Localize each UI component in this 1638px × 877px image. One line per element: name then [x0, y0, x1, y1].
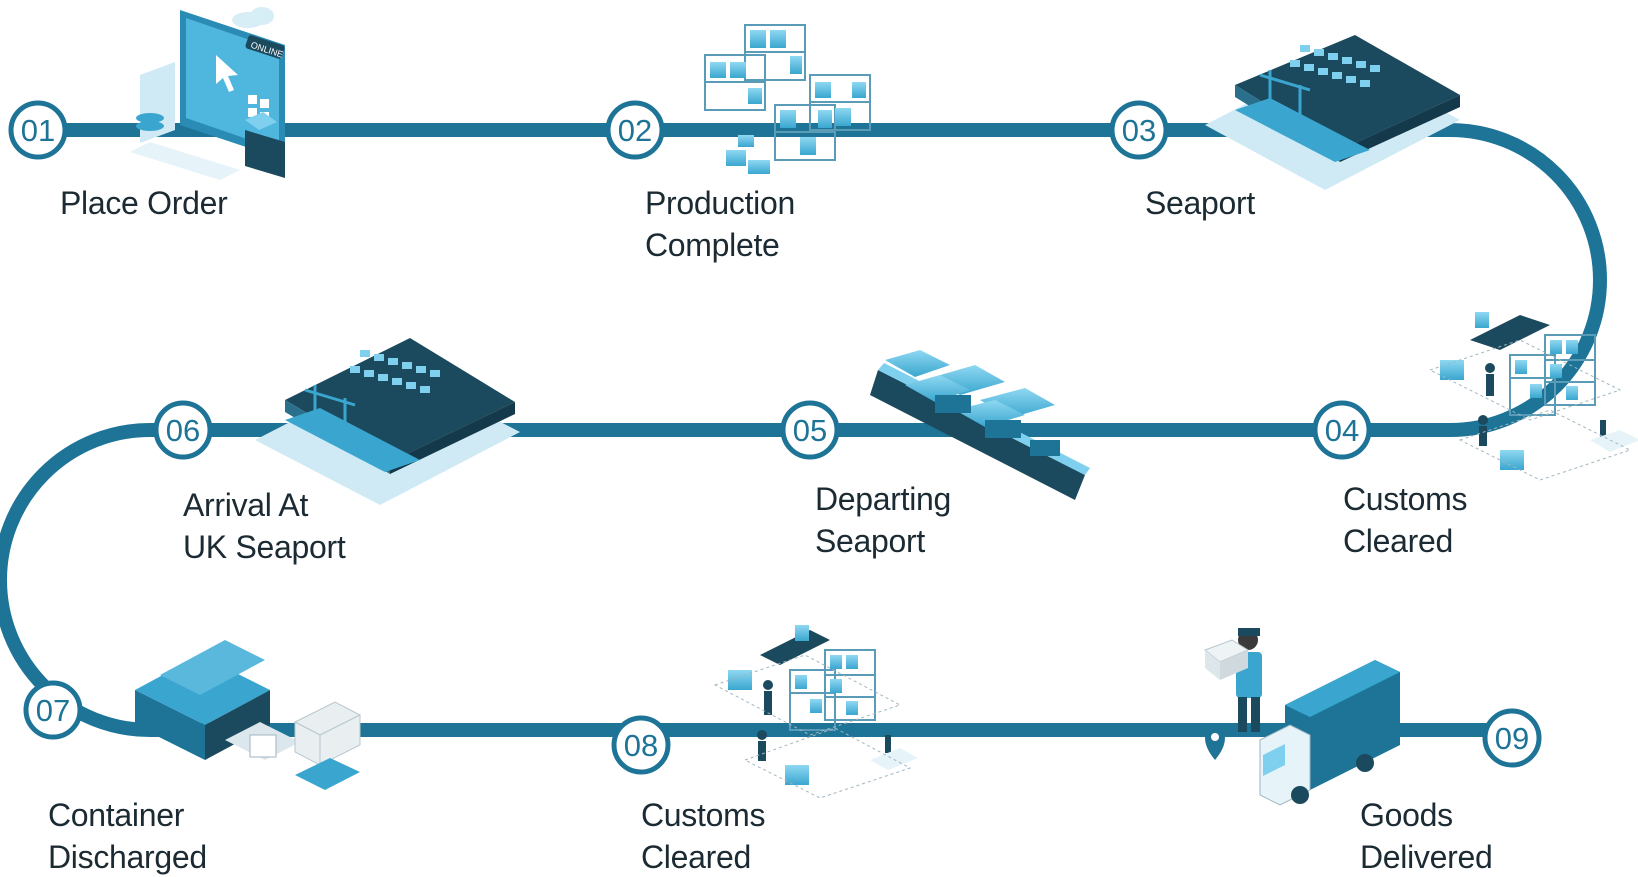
- step-05: 05 Departing Seaport: [780, 400, 960, 559]
- seaport-icon: [1205, 35, 1460, 190]
- step-label: Customs Cleared: [1343, 481, 1476, 559]
- step-08: 08 Customs Cleared: [611, 715, 774, 875]
- step-node: [8, 100, 68, 160]
- cargo-ship-icon: [870, 350, 1090, 500]
- step-label-line: Customs: [641, 797, 765, 833]
- step-number: 08: [624, 728, 658, 763]
- step-01: 01 Place Order: [8, 100, 228, 221]
- step-number: 06: [166, 413, 200, 448]
- warehouse-shelves-icon: [704, 24, 871, 174]
- step-02: 02 Production Complete: [605, 100, 804, 263]
- step-label-line: Production: [645, 185, 795, 221]
- step-label: Arrival At UK Seaport: [183, 487, 346, 565]
- step-number: 05: [793, 413, 827, 448]
- step-node: [23, 680, 83, 740]
- step-label: Seaport: [1145, 185, 1255, 221]
- step-label-line: Seaport: [1145, 185, 1255, 221]
- step-label-line: Customs: [1343, 481, 1467, 517]
- step-label-line: UK Seaport: [183, 529, 346, 565]
- step-label-line: Container: [48, 797, 185, 833]
- step-node: [153, 400, 213, 460]
- step-node: [605, 100, 665, 160]
- step-label: Place Order: [60, 185, 228, 221]
- step-03: 03 Seaport: [1109, 100, 1256, 221]
- step-label: Container Discharged: [48, 797, 207, 875]
- step-node: [611, 715, 671, 775]
- step-04: 04 Customs Cleared: [1312, 400, 1476, 559]
- customs-warehouse-icon: [1428, 312, 1638, 481]
- step-label-line: Complete: [645, 227, 780, 263]
- step-label-line: Cleared: [641, 839, 751, 875]
- step-label: Production Complete: [645, 185, 804, 263]
- step-label: Customs Cleared: [641, 797, 774, 875]
- step-node: [780, 400, 840, 460]
- step-number: 07: [36, 693, 70, 728]
- step-label-line: Departing: [815, 481, 951, 517]
- step-label: Goods Delivered: [1360, 797, 1492, 875]
- step-label-line: Cleared: [1343, 523, 1453, 559]
- step-label-line: Place Order: [60, 185, 228, 221]
- step-06: 06 Arrival At UK Seaport: [153, 400, 346, 565]
- step-label-line: Goods: [1360, 797, 1453, 833]
- step-number: 03: [1122, 113, 1156, 148]
- step-number: 02: [618, 113, 652, 148]
- uk-seaport-icon: [255, 338, 520, 505]
- step-label-line: Discharged: [48, 839, 207, 875]
- step-number: 09: [1495, 721, 1529, 756]
- step-node: [1482, 708, 1542, 768]
- online-order-icon: ONLINE: [130, 7, 285, 180]
- step-number: 04: [1325, 413, 1359, 448]
- step-label-line: Delivered: [1360, 839, 1492, 875]
- containers-forklift-icon: [135, 640, 362, 790]
- step-label-line: Seaport: [815, 523, 925, 559]
- step-label: Departing Seaport: [815, 481, 960, 559]
- delivery-truck-icon: [1203, 628, 1400, 806]
- step-label-line: Arrival At: [183, 487, 308, 523]
- step-number: 01: [21, 113, 55, 148]
- step-node: [1109, 100, 1169, 160]
- step-node: [1312, 400, 1372, 460]
- step-09: 09 Goods Delivered: [1360, 708, 1542, 875]
- step-07: 07 Container Discharged: [23, 680, 207, 875]
- customs-warehouse-icon-2: [713, 625, 918, 799]
